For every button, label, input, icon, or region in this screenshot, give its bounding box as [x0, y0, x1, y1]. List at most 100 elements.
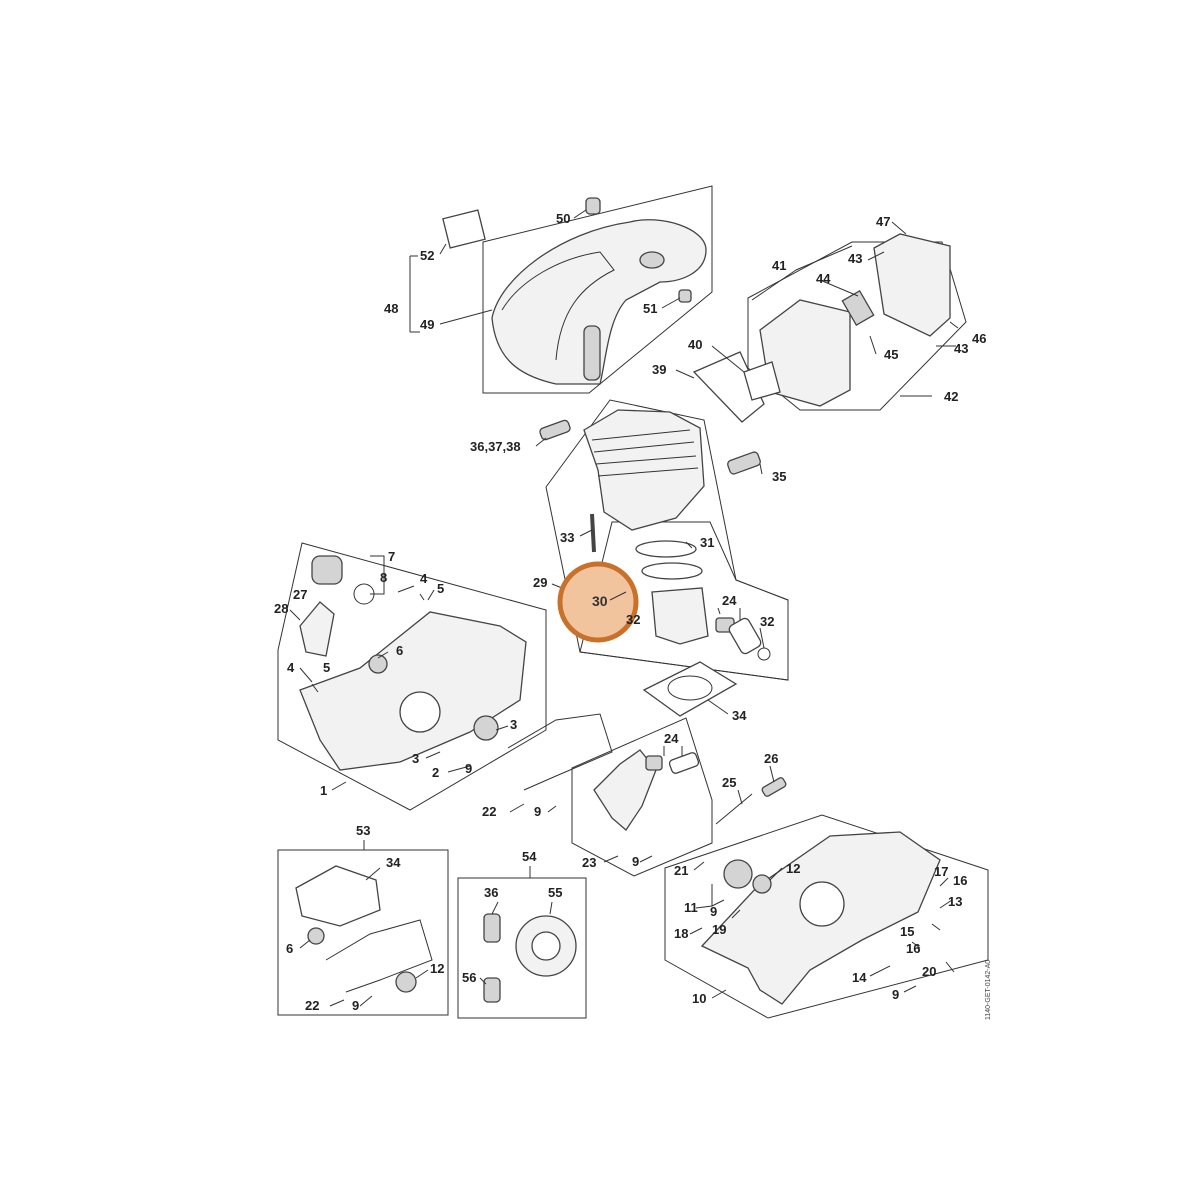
- callout-17[interactable]: 17: [934, 864, 948, 879]
- muffler-gasket-shape: [692, 351, 765, 423]
- callout-46[interactable]: 46: [972, 331, 986, 346]
- callout-4b[interactable]: 4: [287, 660, 295, 675]
- highlight-circle[interactable]: [557, 561, 639, 643]
- muffler-housing-shape: [873, 233, 951, 337]
- callout-25[interactable]: 25: [722, 775, 736, 790]
- callout-48[interactable]: 48: [384, 301, 398, 316]
- gasket-22-shape: [507, 713, 613, 791]
- callout-9c[interactable]: 9: [632, 854, 639, 869]
- callout-19[interactable]: 19: [712, 922, 726, 937]
- callout-20[interactable]: 20: [922, 964, 936, 979]
- callout-8[interactable]: 8: [380, 570, 387, 585]
- callout-9e[interactable]: 9: [892, 987, 899, 1002]
- crankcase-left-bore: [399, 691, 441, 733]
- crank-pin-shape: [668, 752, 700, 774]
- chain-adjuster-27-shape: [299, 601, 335, 657]
- callout-30[interactable]: 30: [592, 593, 608, 609]
- callout-12[interactable]: 12: [786, 861, 800, 876]
- callout-33[interactable]: 33: [560, 530, 574, 545]
- cylinder-fins: [591, 429, 699, 477]
- callout-14[interactable]: 14: [852, 970, 867, 985]
- callout-16a[interactable]: 16: [953, 873, 967, 888]
- frame-piston: [579, 521, 789, 681]
- callout-41[interactable]: 41: [772, 258, 786, 273]
- callout-7[interactable]: 7: [388, 549, 395, 564]
- callout-16b[interactable]: 16: [906, 941, 920, 956]
- callout-40[interactable]: 40: [688, 337, 702, 352]
- seal-6-right: [723, 859, 753, 889]
- callout-11[interactable]: 11: [684, 900, 698, 915]
- callout-52[interactable]: 52: [420, 248, 434, 263]
- callout-39[interactable]: 39: [652, 362, 666, 377]
- callout-1[interactable]: 1: [320, 783, 327, 798]
- cylinder-shape: [583, 409, 705, 531]
- callout-4a[interactable]: 4: [420, 571, 428, 586]
- frame-crankcase-left: [277, 542, 547, 811]
- callout-27[interactable]: 27: [293, 587, 307, 602]
- callout-15[interactable]: 15: [900, 924, 914, 939]
- ring-31-b: [641, 562, 703, 580]
- callout-9f[interactable]: 9: [352, 998, 359, 1013]
- callout-35[interactable]: 35: [772, 469, 786, 484]
- seal-6-left: [368, 654, 388, 674]
- flange-40-shape: [743, 361, 781, 401]
- kit-gasket-34-shape: [295, 865, 381, 927]
- callout-10[interactable]: 10: [692, 991, 706, 1006]
- callout-9d[interactable]: 9: [710, 904, 717, 919]
- callout-26[interactable]: 26: [764, 751, 778, 766]
- callout-36[interactable]: 36: [484, 885, 498, 900]
- grommet-51-shape: [678, 289, 692, 303]
- callout-43a[interactable]: 43: [848, 251, 862, 266]
- callout-53[interactable]: 53: [356, 823, 370, 838]
- callout-55[interactable]: 55: [548, 885, 562, 900]
- callout-6b[interactable]: 6: [286, 941, 293, 956]
- callout-29[interactable]: 29: [533, 575, 547, 590]
- callout-2[interactable]: 2: [432, 765, 439, 780]
- callout-22b[interactable]: 22: [305, 998, 319, 1013]
- callout-21[interactable]: 21: [674, 863, 688, 878]
- callout-12b[interactable]: 12: [430, 961, 444, 976]
- kit-seal-12-shape: [395, 971, 417, 993]
- callout-28[interactable]: 28: [274, 601, 288, 616]
- seal-12-right: [752, 874, 772, 894]
- callout-34a[interactable]: 34: [732, 708, 747, 723]
- callout-24a[interactable]: 24: [722, 593, 737, 608]
- callout-24b[interactable]: 24: [664, 731, 679, 746]
- frame-kit-53: [277, 849, 449, 1016]
- callout-44[interactable]: 44: [816, 271, 831, 286]
- callout-47[interactable]: 47: [876, 214, 890, 229]
- gasket-52-shape: [442, 209, 486, 249]
- callout-45[interactable]: 45: [884, 347, 898, 362]
- callout-5a[interactable]: 5: [437, 581, 444, 596]
- callout-54[interactable]: 54: [522, 849, 537, 864]
- callout-34b[interactable]: 34: [386, 855, 401, 870]
- callout-3a[interactable]: 3: [510, 717, 517, 732]
- shroud-post: [583, 325, 601, 381]
- base-gasket-hole: [667, 675, 713, 701]
- callout-5b[interactable]: 5: [323, 660, 330, 675]
- callout-22a[interactable]: 22: [482, 804, 496, 819]
- callout-36-37-38[interactable]: 36,37,38: [470, 439, 521, 454]
- callout-43b[interactable]: 43: [954, 341, 968, 356]
- fuel-filter-56-shape: [483, 977, 501, 1003]
- callout-6[interactable]: 6: [396, 643, 403, 658]
- callout-3b[interactable]: 3: [412, 751, 419, 766]
- callout-49[interactable]: 49: [420, 317, 434, 332]
- callout-32b[interactable]: 32: [760, 614, 774, 629]
- kit-seal-6-shape: [307, 927, 325, 945]
- callout-56[interactable]: 56: [462, 970, 476, 985]
- callout-42[interactable]: 42: [944, 389, 958, 404]
- highlight-marker[interactable]: [557, 561, 639, 643]
- pipe-25-shape: [715, 793, 753, 825]
- callout-50[interactable]: 50: [556, 211, 570, 226]
- callout-32a[interactable]: 32: [626, 612, 640, 627]
- callout-51[interactable]: 51: [643, 301, 657, 316]
- callout-9b[interactable]: 9: [534, 804, 541, 819]
- callout-13[interactable]: 13: [948, 894, 962, 909]
- callout-23[interactable]: 23: [582, 855, 596, 870]
- callout-18[interactable]: 18: [674, 926, 688, 941]
- callout-31[interactable]: 31: [700, 535, 714, 550]
- frame-crankcase-right: [664, 814, 989, 1019]
- callout-9a[interactable]: 9: [465, 761, 472, 776]
